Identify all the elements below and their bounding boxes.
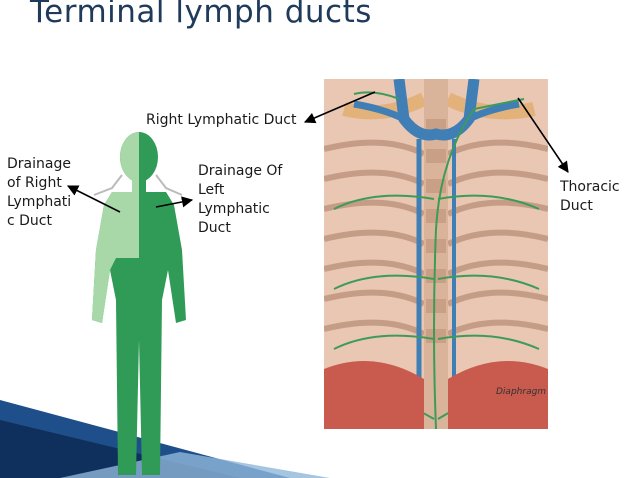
right-lymphatic-duct-label: Right Lymphatic Duct xyxy=(146,112,297,128)
diaphragm-label: Diaphragm xyxy=(496,387,546,397)
drainage-left-line-4: Duct xyxy=(198,220,231,236)
thoracic-duct-label: Thoracic Duct xyxy=(560,178,620,216)
drainage-left-line-1: Drainage Of xyxy=(198,163,283,179)
drainage-right-line-4: c Duct xyxy=(7,213,52,229)
thorax-illustration: Diaphragm xyxy=(324,79,548,429)
thoracic-duct-line-2: Duct xyxy=(560,198,593,214)
drainage-right-label: Drainage of Right Lymphati c Duct xyxy=(7,155,71,231)
body-drainage-figure xyxy=(92,132,186,475)
thoracic-duct-line-1: Thoracic xyxy=(560,179,620,195)
slide-title: Terminal lymph ducts xyxy=(30,0,372,30)
drainage-right-line-2: of Right xyxy=(7,175,62,191)
drainage-right-line-3: Lymphati xyxy=(7,194,72,210)
drainage-right-line-1: Drainage xyxy=(7,156,71,172)
drainage-left-line-3: Lymphatic xyxy=(198,201,270,217)
drainage-left-label: Drainage Of Left Lymphatic Duct xyxy=(198,162,282,238)
drainage-left-line-2: Left xyxy=(198,182,225,198)
